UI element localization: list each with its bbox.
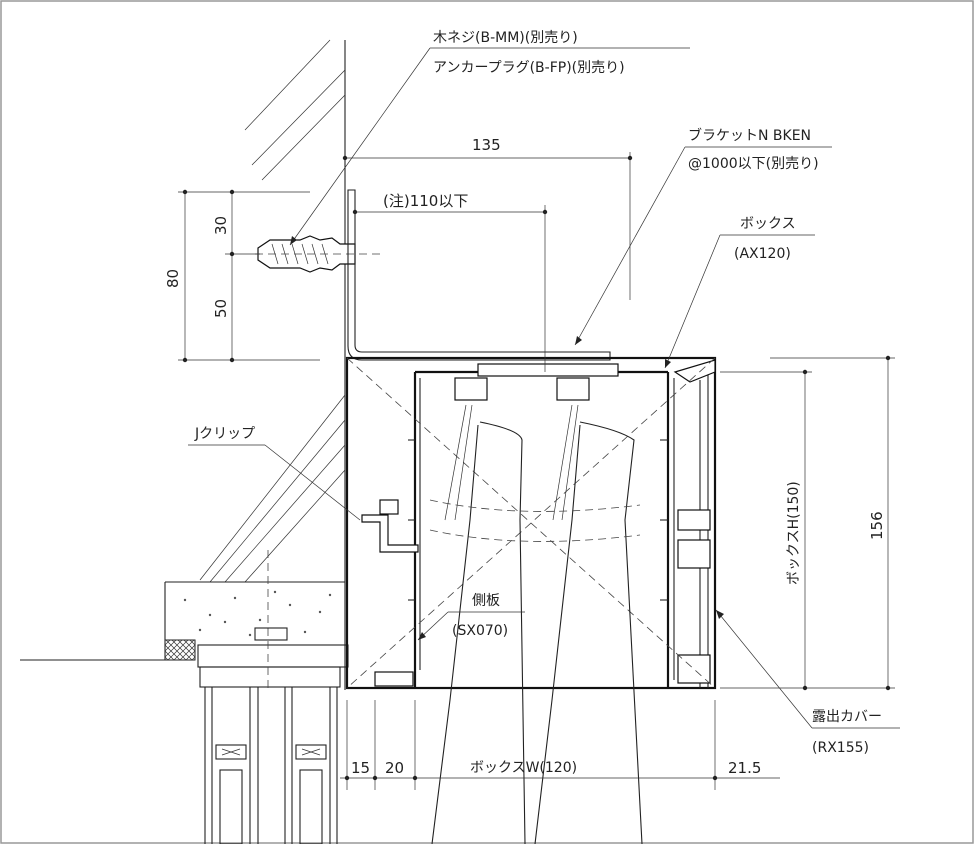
label-exposed-cover-code: (RX155) (812, 740, 869, 756)
label-bracket-pitch: @1000以下(別売り) (688, 156, 819, 172)
label-exposed-cover: 露出カバー (812, 709, 882, 725)
wall-hatch (199, 39, 346, 690)
label-bracket: ブラケットN BKEN (688, 127, 811, 144)
label-box-code: (AX120) (734, 246, 791, 262)
dim-15: 15 (351, 759, 370, 777)
dim-box-w: ボックスW(120) (470, 760, 577, 776)
dim-20: 20 (385, 759, 404, 777)
dim-box-h: ボックスH(150) (786, 481, 802, 585)
ceiling-slab (20, 581, 345, 661)
curtain-fabric (429, 404, 643, 844)
bracket (347, 189, 611, 361)
box-diagonals (346, 357, 716, 689)
dimension-lines (178, 152, 895, 790)
box-body (345, 356, 717, 690)
dim-135: 135 (472, 136, 501, 154)
label-anchor-plug: アンカープラグ(B-FP)(別売り) (433, 60, 625, 76)
dim-110: (注)110以下 (383, 192, 468, 210)
label-wood-screw: 木ネジ(B-MM)(別売り) (433, 30, 578, 46)
dim-156: 156 (868, 511, 886, 540)
label-box: ボックス (740, 216, 796, 232)
label-jclip: Jクリップ (194, 426, 255, 442)
dim-80: 80 (164, 269, 182, 288)
label-side-plate: 側板 (472, 593, 500, 609)
dim-50: 50 (212, 299, 230, 318)
dim-30: 30 (212, 216, 230, 235)
leader-lines (188, 47, 900, 729)
anchor-plug (255, 235, 380, 273)
window-frame (197, 550, 349, 844)
label-side-plate-code: (SX070) (452, 623, 508, 639)
dim-21-5: 21.5 (728, 759, 761, 777)
